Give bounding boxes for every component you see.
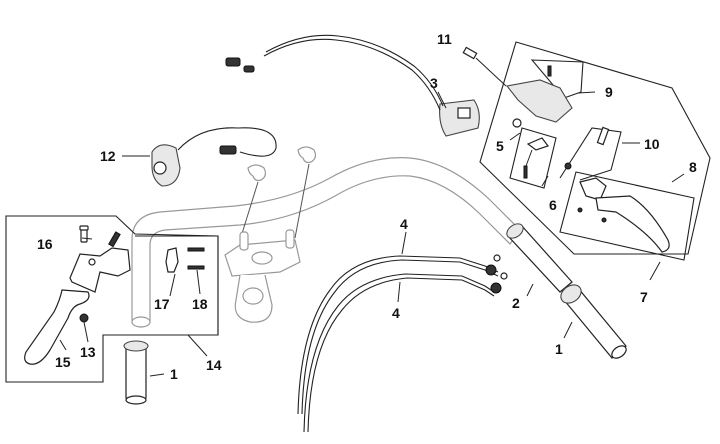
callout-8: 8 — [689, 159, 697, 175]
throttle-cables — [297, 254, 508, 433]
callout-3: 3 — [430, 75, 438, 91]
top-clamps — [239, 146, 317, 241]
riser-mount — [224, 229, 301, 323]
callout-15: 15 — [55, 354, 71, 370]
callout-2: 2 — [512, 295, 520, 311]
callout-4-lower: 4 — [392, 305, 400, 321]
callout-labels: 1 1 2 3 4 4 5 6 7 8 9 10 11 12 13 14 15 … — [37, 31, 697, 382]
pivot-bolt-16 — [79, 225, 89, 243]
pivot-bolt-kit-10 — [559, 126, 622, 181]
left-lever-bracket — [69, 231, 131, 293]
callout-12: 12 — [100, 148, 116, 164]
callout-1-left: 1 — [170, 366, 178, 382]
clamp-kit-6 — [509, 127, 557, 189]
callout-17: 17 — [154, 296, 170, 312]
leader-lines — [59, 91, 685, 377]
callout-7: 7 — [640, 289, 648, 305]
left-grip — [123, 340, 149, 405]
callout-1-right: 1 — [555, 341, 563, 357]
right-switch-3 — [225, 34, 480, 137]
callout-16: 16 — [37, 236, 53, 252]
callout-6: 6 — [549, 197, 557, 213]
clamp-17 — [165, 247, 179, 273]
callout-11: 11 — [437, 31, 452, 47]
reservoir-cover-box — [506, 59, 584, 123]
callout-18: 18 — [192, 296, 208, 312]
right-master-cylinder-outline — [479, 41, 711, 255]
throttle-sleeve-2 — [506, 223, 573, 293]
clamp-screws-18 — [187, 247, 205, 270]
callout-9: 9 — [605, 84, 613, 100]
left-lever-15 — [24, 289, 90, 365]
left-clamp-kit-outline — [135, 235, 219, 336]
right-lever-kit-8 — [559, 171, 695, 261]
callout-10: 10 — [644, 136, 660, 152]
callout-5: 5 — [496, 138, 504, 154]
callout-14: 14 — [206, 357, 222, 373]
callout-13: 13 — [80, 344, 96, 360]
left-switch-12 — [151, 127, 277, 187]
washer-5 — [512, 118, 522, 128]
banjo-bolt-11 — [462, 46, 507, 87]
callout-4-upper: 4 — [400, 216, 408, 232]
handlebar — [131, 157, 521, 328]
nut-13 — [79, 313, 89, 323]
right-grip — [560, 284, 627, 359]
